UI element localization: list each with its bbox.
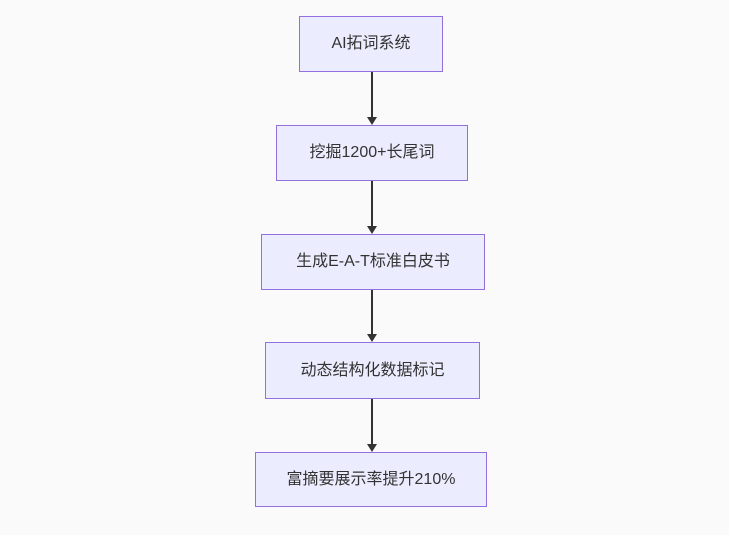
flow-edge-2 — [366, 181, 378, 234]
flow-node-label: 动态结构化数据标记 — [300, 361, 445, 379]
arrowhead-down-icon — [367, 117, 377, 125]
flow-node-rich-snippet-rate: 富摘要展示率提升210% — [255, 452, 487, 507]
flow-node-ai-word-expansion: AI拓词系统 — [299, 16, 443, 72]
flow-node-label: AI拓词系统 — [331, 35, 411, 52]
flow-node-eat-whitepaper: 生成E-A-T标准白皮书 — [261, 234, 485, 290]
flow-node-label: 挖掘1200+长尾词 — [309, 144, 435, 161]
edge-line — [371, 72, 373, 117]
arrowhead-down-icon — [367, 226, 377, 234]
flow-node-structured-data-markup: 动态结构化数据标记 — [265, 342, 480, 399]
flow-node-longtail-keywords: 挖掘1200+长尾词 — [276, 125, 468, 181]
edge-line — [371, 290, 373, 334]
arrowhead-down-icon — [367, 334, 377, 342]
flow-edge-1 — [366, 72, 378, 125]
edge-line — [371, 399, 373, 444]
flow-edge-4 — [366, 399, 378, 452]
edge-line — [371, 181, 373, 226]
arrowhead-down-icon — [367, 444, 377, 452]
flow-edge-3 — [366, 290, 378, 342]
flow-node-label: 生成E-A-T标准白皮书 — [296, 253, 450, 270]
flow-node-label: 富摘要展示率提升210% — [286, 470, 456, 488]
